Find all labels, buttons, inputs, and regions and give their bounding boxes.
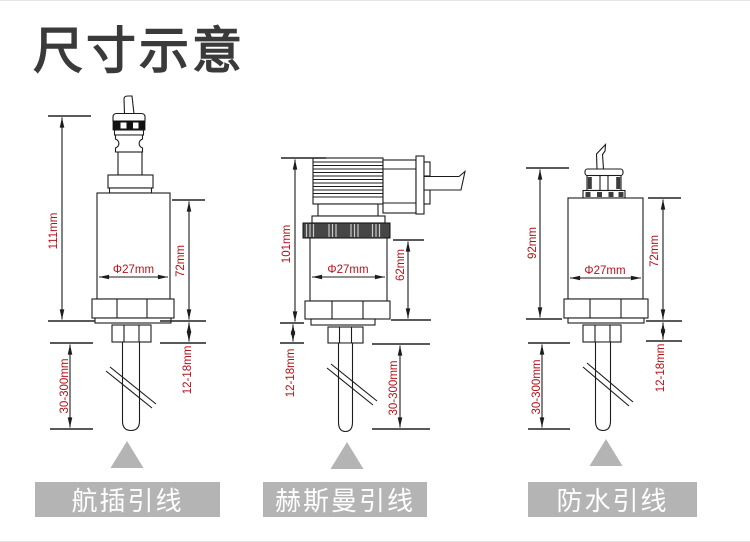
probe	[594, 341, 612, 432]
top-plate	[311, 215, 386, 224]
plug-ring	[113, 129, 145, 136]
plug-neck	[117, 151, 143, 176]
page-title: 尺寸示意	[33, 23, 245, 79]
hex-nut	[304, 300, 391, 320]
plug-band-notch	[120, 122, 127, 129]
dimension-diagrams: Φ27mm 111mm 72mm 12-18mm 30-300mm	[48, 95, 682, 469]
gland-slot	[616, 177, 621, 189]
variant-label-hirschmann: 赫斯曼引线	[263, 482, 427, 517]
break-line	[326, 367, 374, 406]
dim-body-label: 72mm	[649, 235, 661, 267]
flange	[107, 174, 154, 189]
dim-total-label: 92mm	[527, 227, 539, 259]
flange-lip	[108, 187, 153, 194]
sensor-waterproof-drawing: Φ27mm 92mm 30-300mm 72mm 12-18mm	[526, 142, 682, 466]
washer	[567, 317, 645, 324]
plug-band-notch	[133, 122, 139, 129]
sensor-hirschmann-drawing: Φ27mm 101mm 12-18mm 62mm 30-300mm	[280, 155, 466, 469]
probe	[121, 341, 141, 432]
cable	[423, 170, 466, 191]
gland-notch	[585, 192, 591, 197]
cable-tail	[595, 142, 607, 170]
break-line	[105, 370, 153, 409]
thread-hex	[111, 324, 152, 343]
variant-label-text: 赫斯曼引线	[274, 486, 415, 516]
gland-notch	[608, 192, 614, 197]
knurl-stripes	[305, 224, 381, 237]
outlet-tab	[423, 161, 431, 177]
dim-probe-label: 30-300mm	[388, 361, 400, 416]
variant-label-text: 航插引线	[71, 486, 184, 516]
plug-waist	[114, 134, 144, 153]
dim-thread-label: 12-18mm	[285, 349, 297, 398]
break-line	[586, 362, 634, 403]
hex-nut	[563, 298, 649, 319]
pointer-triangle	[589, 439, 623, 466]
break-line	[109, 366, 157, 405]
sensor-body	[567, 197, 644, 300]
dim-thread-label: 12-18mm	[655, 344, 667, 393]
pointer-triangle	[330, 442, 364, 469]
break-line	[330, 363, 378, 402]
dim-diameter-label: Φ27mm	[113, 264, 154, 276]
sensor-aviation-plug-drawing: Φ27mm 111mm 72mm 12-18mm 30-300mm	[48, 95, 206, 468]
dim-thread-label: 12-18mm	[182, 346, 194, 395]
thread-hex	[327, 326, 364, 344]
variant-label-aviation: 航插引线	[35, 482, 220, 517]
washer	[94, 317, 172, 324]
dim-body-label: 72mm	[175, 245, 187, 277]
plug-band	[112, 120, 146, 131]
connector-neck	[317, 203, 379, 217]
knurled-ring	[302, 222, 391, 239]
din-outlet	[382, 159, 417, 214]
dim-body-label: 62mm	[395, 249, 407, 281]
dim-total-label: 101mm	[281, 225, 293, 263]
cable-tail	[123, 95, 135, 115]
thread-hex	[582, 324, 622, 343]
gland-notch	[618, 192, 624, 197]
dim-probe-label: 30-300mm	[531, 360, 543, 415]
sensor-body	[96, 192, 171, 300]
gland-mid	[586, 174, 622, 192]
hex-nut	[91, 298, 175, 319]
plug-cap	[112, 112, 146, 122]
outlet-flange	[415, 155, 425, 215]
dim-diameter-label: Φ27mm	[327, 264, 368, 276]
sensor-body	[309, 237, 388, 302]
variant-label-waterproof: 防水引线	[528, 482, 697, 517]
probe	[337, 342, 354, 433]
outlet-tab	[423, 189, 431, 205]
gland-slot	[587, 177, 592, 189]
gland-cap	[584, 168, 624, 177]
dim-total-label: 111mm	[48, 213, 60, 250]
gland-notch	[597, 192, 602, 197]
washer	[310, 318, 376, 326]
din-ribs	[313, 161, 383, 198]
pointer-triangle	[110, 441, 144, 468]
break-line	[582, 366, 630, 407]
dim-diameter-label: Φ27mm	[584, 265, 625, 277]
dim-probe-label: 30-300mm	[59, 359, 71, 414]
variant-label-text: 防水引线	[556, 486, 669, 516]
